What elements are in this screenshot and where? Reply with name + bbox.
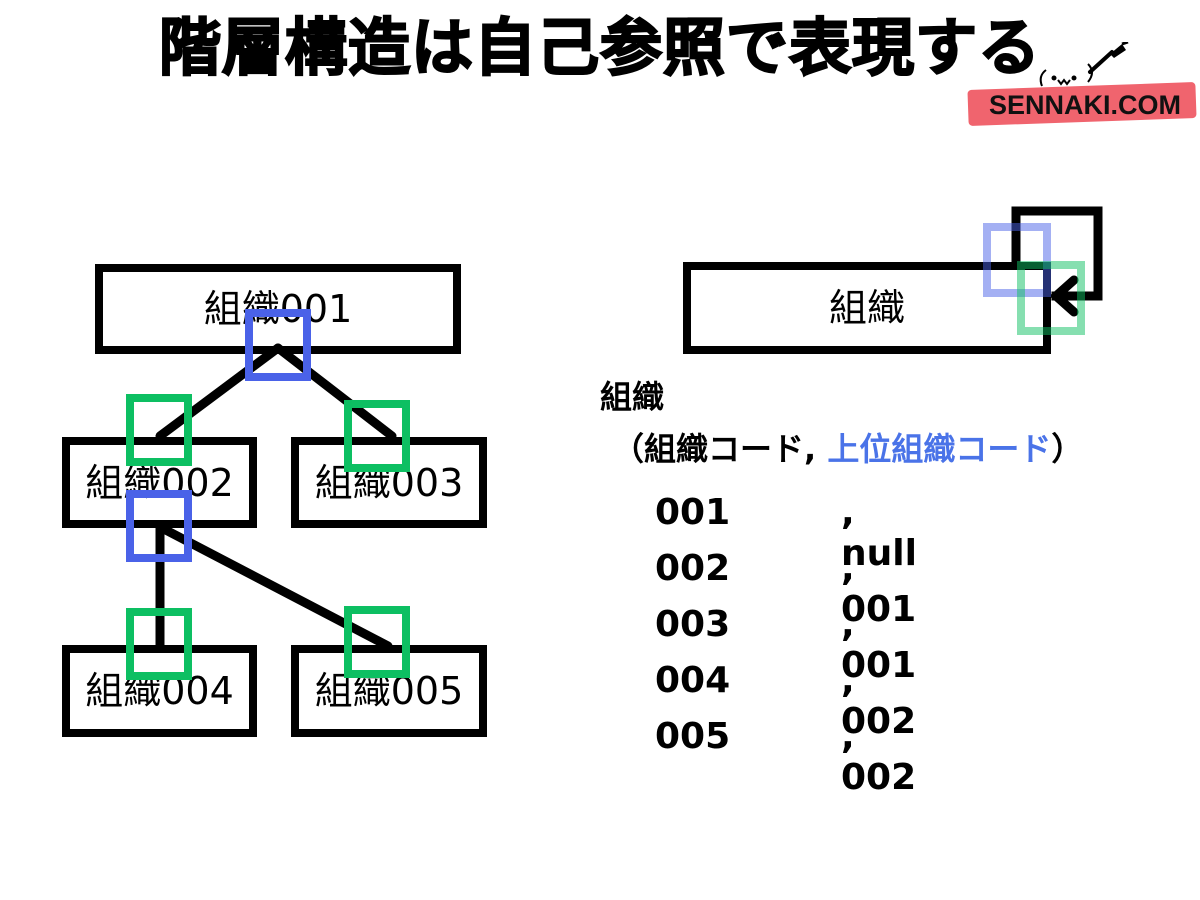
record-code: 003 <box>655 604 731 645</box>
entity-columns: （組織コード, 上位組織コード） <box>612 424 1083 470</box>
org-node-002-label: 組織002 <box>85 460 234 505</box>
record-parent: , 001 <box>841 604 917 686</box>
org-node-004: 組織004 <box>62 645 257 737</box>
record-parent: , 002 <box>841 716 917 798</box>
org-node-003: 組織003 <box>291 437 487 528</box>
org-node-004-label: 組織004 <box>85 669 234 713</box>
org-node-005: 組織005 <box>291 645 487 737</box>
org-node-001: 組織001 <box>95 264 461 354</box>
page-title: 階層構造は自己参照で表現する <box>158 10 1041 85</box>
record-code: 005 <box>655 716 731 757</box>
record-parent: , 001 <box>841 548 917 630</box>
org-node-001-label: 組織001 <box>203 287 353 331</box>
record-code: 004 <box>655 660 731 701</box>
record-parent: , 002 <box>841 660 917 742</box>
edge-001-002 <box>155 343 283 441</box>
org-node-003-label: 組織003 <box>314 460 464 505</box>
entity-name: 組織 <box>600 378 665 416</box>
org-node-002: 組織002 <box>62 437 257 528</box>
record-parent: , null <box>841 492 917 574</box>
record-code: 002 <box>655 548 731 589</box>
record-code: 001 <box>655 492 731 533</box>
columns-open: （組織コード, <box>612 430 828 468</box>
columns-close: ） <box>1051 430 1084 468</box>
brush-mascot-icon <box>1039 42 1129 87</box>
org-node-005-label: 組織005 <box>314 669 464 713</box>
brand-site-name: SENNAKI.COM <box>988 90 1181 120</box>
entity-box: 組織 <box>683 262 1051 354</box>
columns-foreign-key: 上位組織コード <box>827 430 1052 468</box>
edge-001-003 <box>273 343 397 441</box>
entity-box-label: 組織 <box>828 286 905 330</box>
edge-002-005 <box>155 522 393 651</box>
